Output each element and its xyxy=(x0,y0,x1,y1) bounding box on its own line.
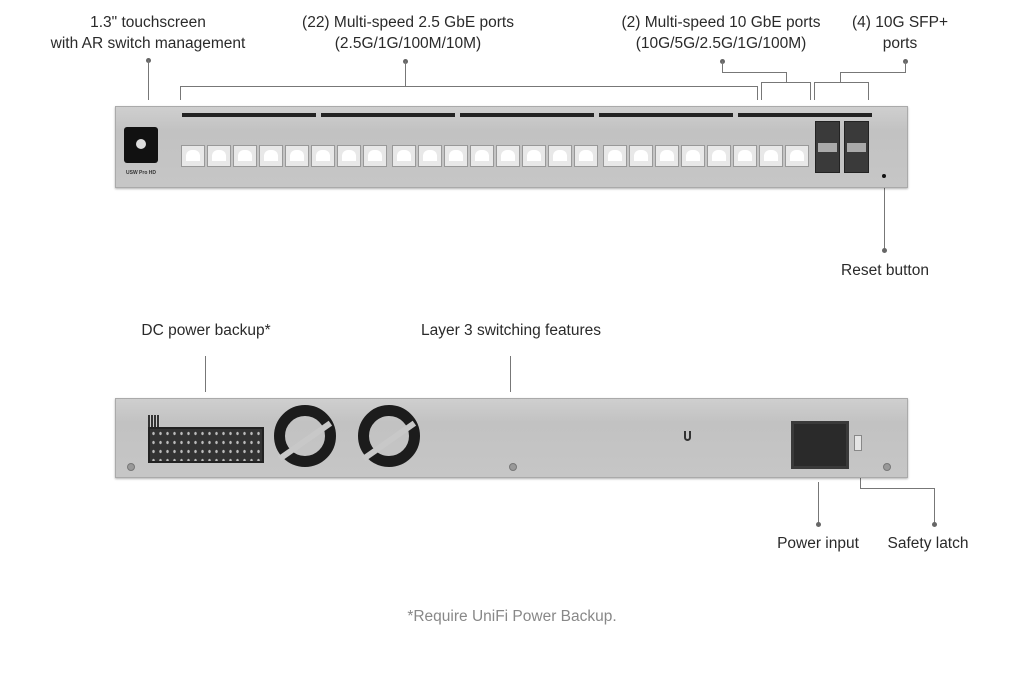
reset-label: Reset button xyxy=(841,262,929,279)
rj45-port[interactable] xyxy=(496,145,520,167)
switch-front-panel: USW Pro HD xyxy=(115,106,908,188)
rj45-port[interactable] xyxy=(418,145,442,167)
leader-line xyxy=(761,82,811,83)
label-line: (10G/5G/2.5G/1G/100M) xyxy=(635,35,807,52)
ubiquiti-logo-icon xyxy=(136,139,146,149)
touchscreen[interactable] xyxy=(124,127,158,163)
ports-10g-label: (2) Multi-speed 10 GbE ports (10G/5G/2.5G… xyxy=(598,12,844,54)
vent-slot xyxy=(460,113,594,117)
rj45-port[interactable] xyxy=(470,145,494,167)
rj45-port[interactable] xyxy=(207,145,231,167)
rj45-port[interactable] xyxy=(574,145,598,167)
leader-line xyxy=(814,82,869,83)
vent-slot xyxy=(738,113,872,117)
leader-line xyxy=(860,488,934,489)
safety-latch-label: Safety latch xyxy=(887,535,969,552)
vent-slot xyxy=(599,113,733,117)
leader-line xyxy=(840,72,906,73)
sfp-cage[interactable] xyxy=(815,121,840,173)
rj45-port[interactable] xyxy=(681,145,705,167)
qr-code xyxy=(148,415,160,427)
screw-icon xyxy=(127,463,135,471)
leader-line xyxy=(757,86,758,100)
rj45-port[interactable] xyxy=(655,145,679,167)
leader-line xyxy=(818,482,819,524)
leader-dot xyxy=(882,248,887,253)
rj45-port[interactable] xyxy=(785,145,809,167)
leader-line xyxy=(180,86,181,100)
rj45-port[interactable] xyxy=(707,145,731,167)
leader-line xyxy=(510,356,511,392)
safety-latch[interactable] xyxy=(854,435,862,451)
vent-slot xyxy=(321,113,455,117)
label-line: (2) Multi-speed 10 GbE ports xyxy=(621,14,821,31)
label-line: (22) Multi-speed 2.5 GbE ports xyxy=(302,14,514,31)
screw-icon xyxy=(883,463,891,471)
leader-line xyxy=(205,356,206,392)
rj45-port[interactable] xyxy=(311,145,335,167)
vent-slot xyxy=(182,113,316,117)
footnote: *Require UniFi Power Backup. xyxy=(407,608,617,625)
rj45-port[interactable] xyxy=(233,145,257,167)
label-line: 1.3" touchscreen xyxy=(90,14,206,31)
rj45-port[interactable] xyxy=(285,145,309,167)
touchscreen-label: 1.3" touchscreen with AR switch managemen… xyxy=(40,12,256,54)
rj45-port[interactable] xyxy=(548,145,572,167)
power-input-socket[interactable] xyxy=(791,421,849,469)
leader-line xyxy=(722,72,786,73)
power-input-label: Power input xyxy=(777,535,859,552)
screw-icon xyxy=(509,463,517,471)
leader-line xyxy=(405,61,406,86)
fan-icon xyxy=(274,405,336,467)
leader-dot xyxy=(816,522,821,527)
switch-rear-panel xyxy=(115,398,908,478)
rj45-port[interactable] xyxy=(259,145,283,167)
label-line: (4) 10G SFP+ xyxy=(851,14,949,31)
dc-power-backup-connector[interactable] xyxy=(148,427,264,463)
leader-dot xyxy=(932,522,937,527)
leader-line xyxy=(180,86,758,87)
ubiquiti-logo-icon xyxy=(684,431,691,441)
dc-backup-label: DC power backup* xyxy=(141,322,271,339)
leader-line xyxy=(786,72,787,82)
rj45-port[interactable] xyxy=(363,145,387,167)
leader-line xyxy=(840,72,841,82)
model-label: USW Pro HD xyxy=(126,170,156,176)
label-line: ports xyxy=(882,35,918,52)
leader-line xyxy=(148,60,149,100)
rj45-port[interactable] xyxy=(603,145,627,167)
leader-line xyxy=(868,82,869,100)
ports-2-5g-label: (22) Multi-speed 2.5 GbE ports (2.5G/1G/1… xyxy=(280,12,536,54)
leader-line xyxy=(814,82,815,100)
fan-icon xyxy=(358,405,420,467)
sfp-cage[interactable] xyxy=(844,121,869,173)
reset-button[interactable] xyxy=(882,174,886,178)
leader-line xyxy=(810,82,811,100)
leader-line xyxy=(905,61,906,72)
rj45-port[interactable] xyxy=(759,145,783,167)
leader-line xyxy=(761,82,762,100)
rj45-port[interactable] xyxy=(522,145,546,167)
rj45-port[interactable] xyxy=(629,145,653,167)
leader-line xyxy=(722,61,723,72)
label-line: (2.5G/1G/100M/10M) xyxy=(334,35,482,52)
rj45-port[interactable] xyxy=(444,145,468,167)
rj45-port[interactable] xyxy=(733,145,757,167)
rj45-port[interactable] xyxy=(337,145,361,167)
leader-line xyxy=(884,178,885,250)
layer3-label: Layer 3 switching features xyxy=(420,322,602,339)
leader-line xyxy=(860,474,861,488)
label-line: with AR switch management xyxy=(50,35,246,52)
sfp-label: (4) 10G SFP+ ports xyxy=(840,12,960,54)
leader-line xyxy=(934,488,935,524)
rj45-port[interactable] xyxy=(392,145,416,167)
rj45-port[interactable] xyxy=(181,145,205,167)
